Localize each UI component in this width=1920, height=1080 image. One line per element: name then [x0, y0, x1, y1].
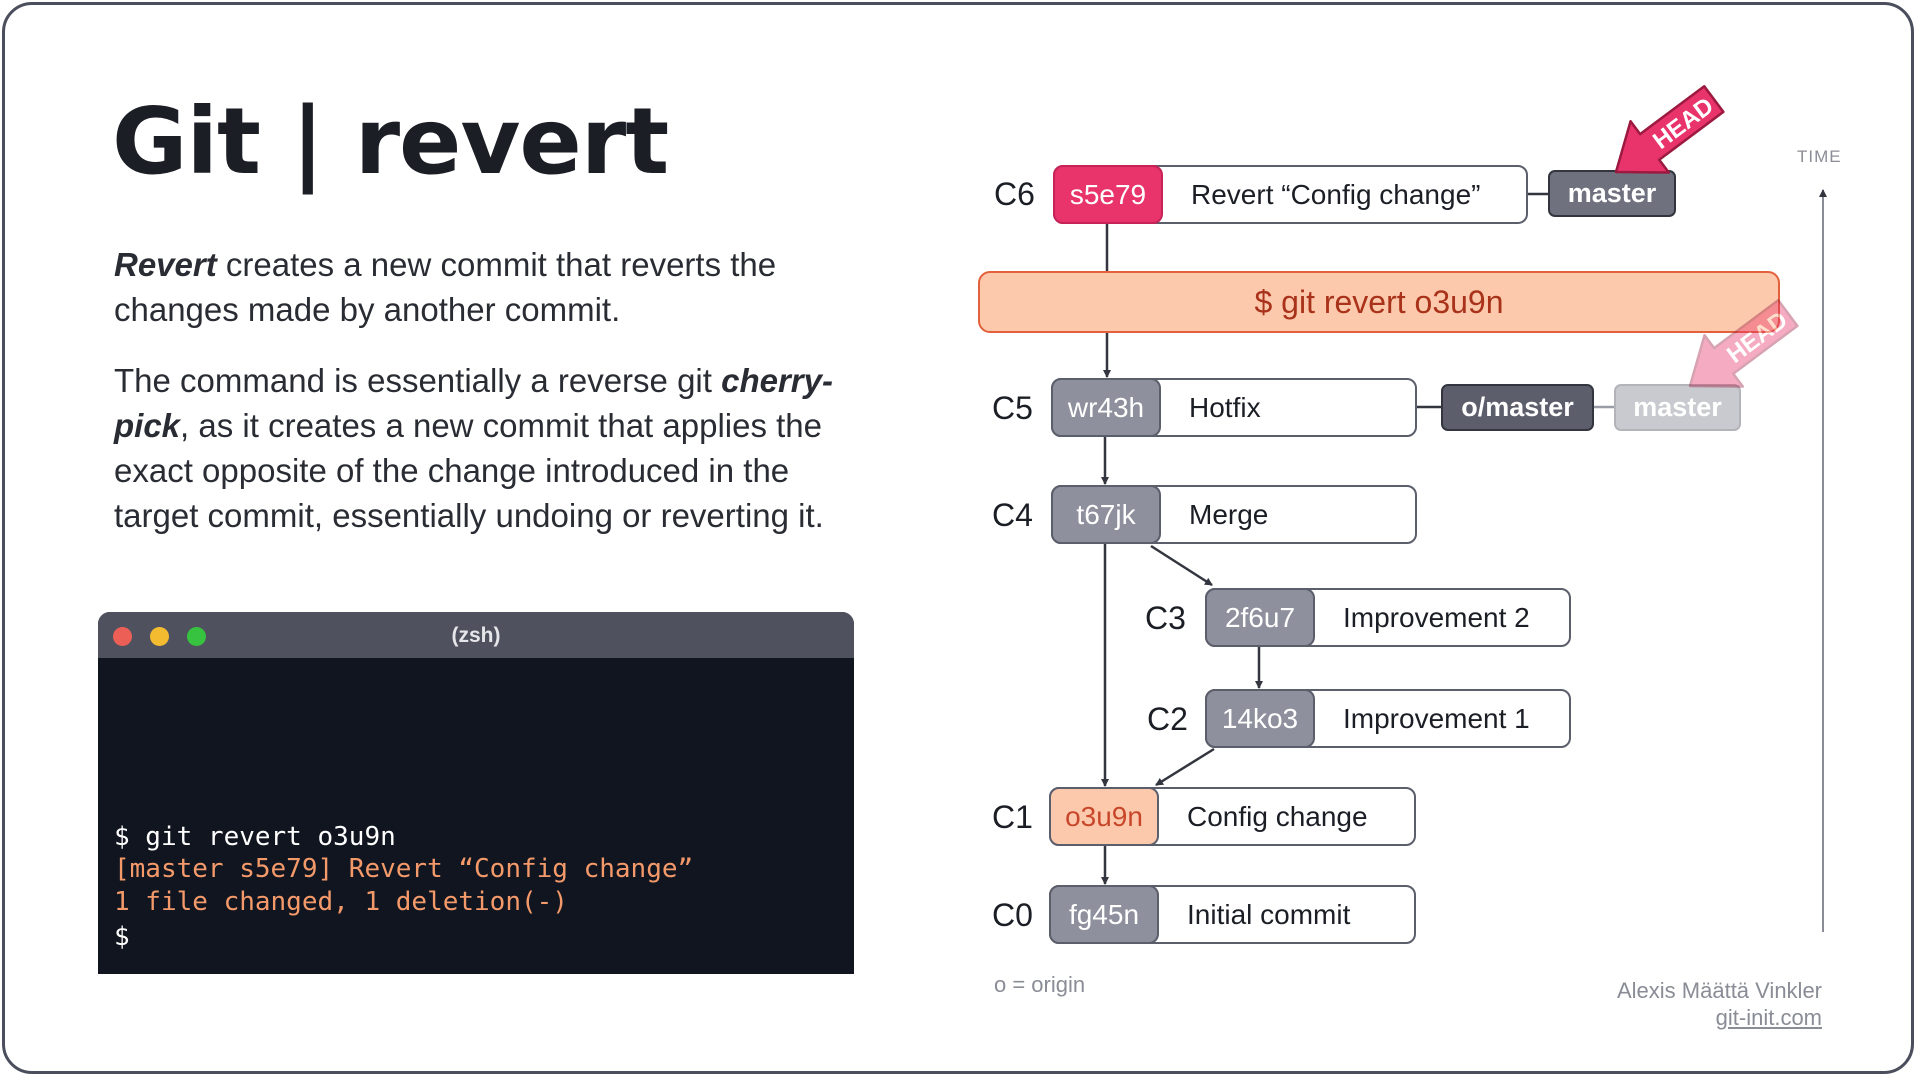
author-credit: Alexis Määttä Vinkler	[1616, 978, 1822, 1003]
website-link[interactable]: git-init.com	[1715, 1005, 1822, 1030]
commit-label: C0	[992, 897, 1033, 933]
page-title: Git | revert	[112, 88, 669, 195]
close-icon[interactable]	[113, 627, 132, 646]
branch-master-previous: master	[1614, 384, 1741, 431]
commit-message: Merge	[1189, 499, 1269, 530]
body-paragraph: The command is essentially a reverse git…	[114, 358, 834, 538]
head-arrow-icon: HEAD	[1614, 85, 1725, 174]
edge-c2-c1	[1155, 747, 1215, 787]
commit-message: Hotfix	[1189, 392, 1261, 423]
commit-message: Revert “Config change”	[1191, 179, 1481, 210]
commit-message: Improvement 2	[1343, 602, 1530, 633]
commit-hash: fg45n	[1049, 885, 1159, 944]
revert-term: Revert	[114, 246, 217, 283]
terminal-line: 1 file changed, 1 deletion(-)	[114, 887, 568, 917]
terminal-titlebar: (zsh)	[98, 612, 854, 658]
commit-c0[interactable]: fg45n Initial commit	[1049, 885, 1416, 944]
commit-c3[interactable]: 2f6u7 Improvement 2	[1205, 588, 1571, 647]
terminal-title: (zsh)	[451, 624, 501, 647]
body-text-before: The command is essentially a reverse git	[114, 362, 722, 399]
commit-hash: t67jk	[1051, 485, 1161, 544]
commit-label: C2	[1147, 701, 1188, 737]
terminal-line: $ git revert o3u9n	[114, 822, 396, 852]
commit-hash: 14ko3	[1205, 689, 1315, 748]
branch-master[interactable]: master	[1548, 170, 1676, 217]
maximize-icon[interactable]	[187, 627, 206, 646]
legend-note: o = origin	[994, 972, 1086, 997]
intro-text: creates a new commit that reverts the ch…	[114, 246, 777, 328]
commit-hash: o3u9n	[1049, 787, 1159, 846]
commit-c6[interactable]: s5e79 Revert “Config change”	[1053, 165, 1528, 224]
commit-c1[interactable]: o3u9n Config change	[1049, 787, 1416, 846]
minimize-icon[interactable]	[150, 627, 169, 646]
terminal-prompt: $	[114, 922, 130, 952]
terminal-line: [master s5e79] Revert “Config change”	[114, 854, 694, 884]
commit-hash: 2f6u7	[1205, 588, 1315, 647]
commit-hash: wr43h	[1051, 378, 1161, 437]
commit-hash: s5e79	[1053, 165, 1163, 224]
body-text-after: , as it creates a new commit that applie…	[114, 407, 824, 534]
commit-label: C3	[1145, 600, 1186, 636]
commit-label: C4	[992, 497, 1033, 533]
commit-c2[interactable]: 14ko3 Improvement 1	[1205, 689, 1571, 748]
commit-label: C1	[992, 799, 1033, 835]
commit-label: C5	[992, 390, 1033, 426]
commit-label: C6	[994, 176, 1035, 212]
intro-paragraph: Revert creates a new commit that reverts…	[114, 242, 834, 332]
commit-message: Config change	[1187, 801, 1368, 832]
head-arrow-previous-icon: HEAD	[1688, 299, 1799, 388]
commit-message: Initial commit	[1187, 899, 1351, 930]
time-axis-label: TIME	[1797, 147, 1842, 166]
commit-message: Improvement 1	[1343, 703, 1530, 734]
commit-c5[interactable]: wr43h Hotfix	[1051, 378, 1417, 437]
commit-c4[interactable]: t67jk Merge	[1051, 485, 1417, 544]
cherry-pick-term: cherry-pick	[114, 362, 833, 444]
branch-origin-master[interactable]: o/master	[1441, 384, 1594, 431]
terminal-window: (zsh) $ git revert o3u9n [master s5e79] …	[98, 612, 854, 974]
git-command-banner: $ git revert o3u9n	[978, 271, 1780, 333]
edge-c4-c3	[1150, 544, 1213, 587]
